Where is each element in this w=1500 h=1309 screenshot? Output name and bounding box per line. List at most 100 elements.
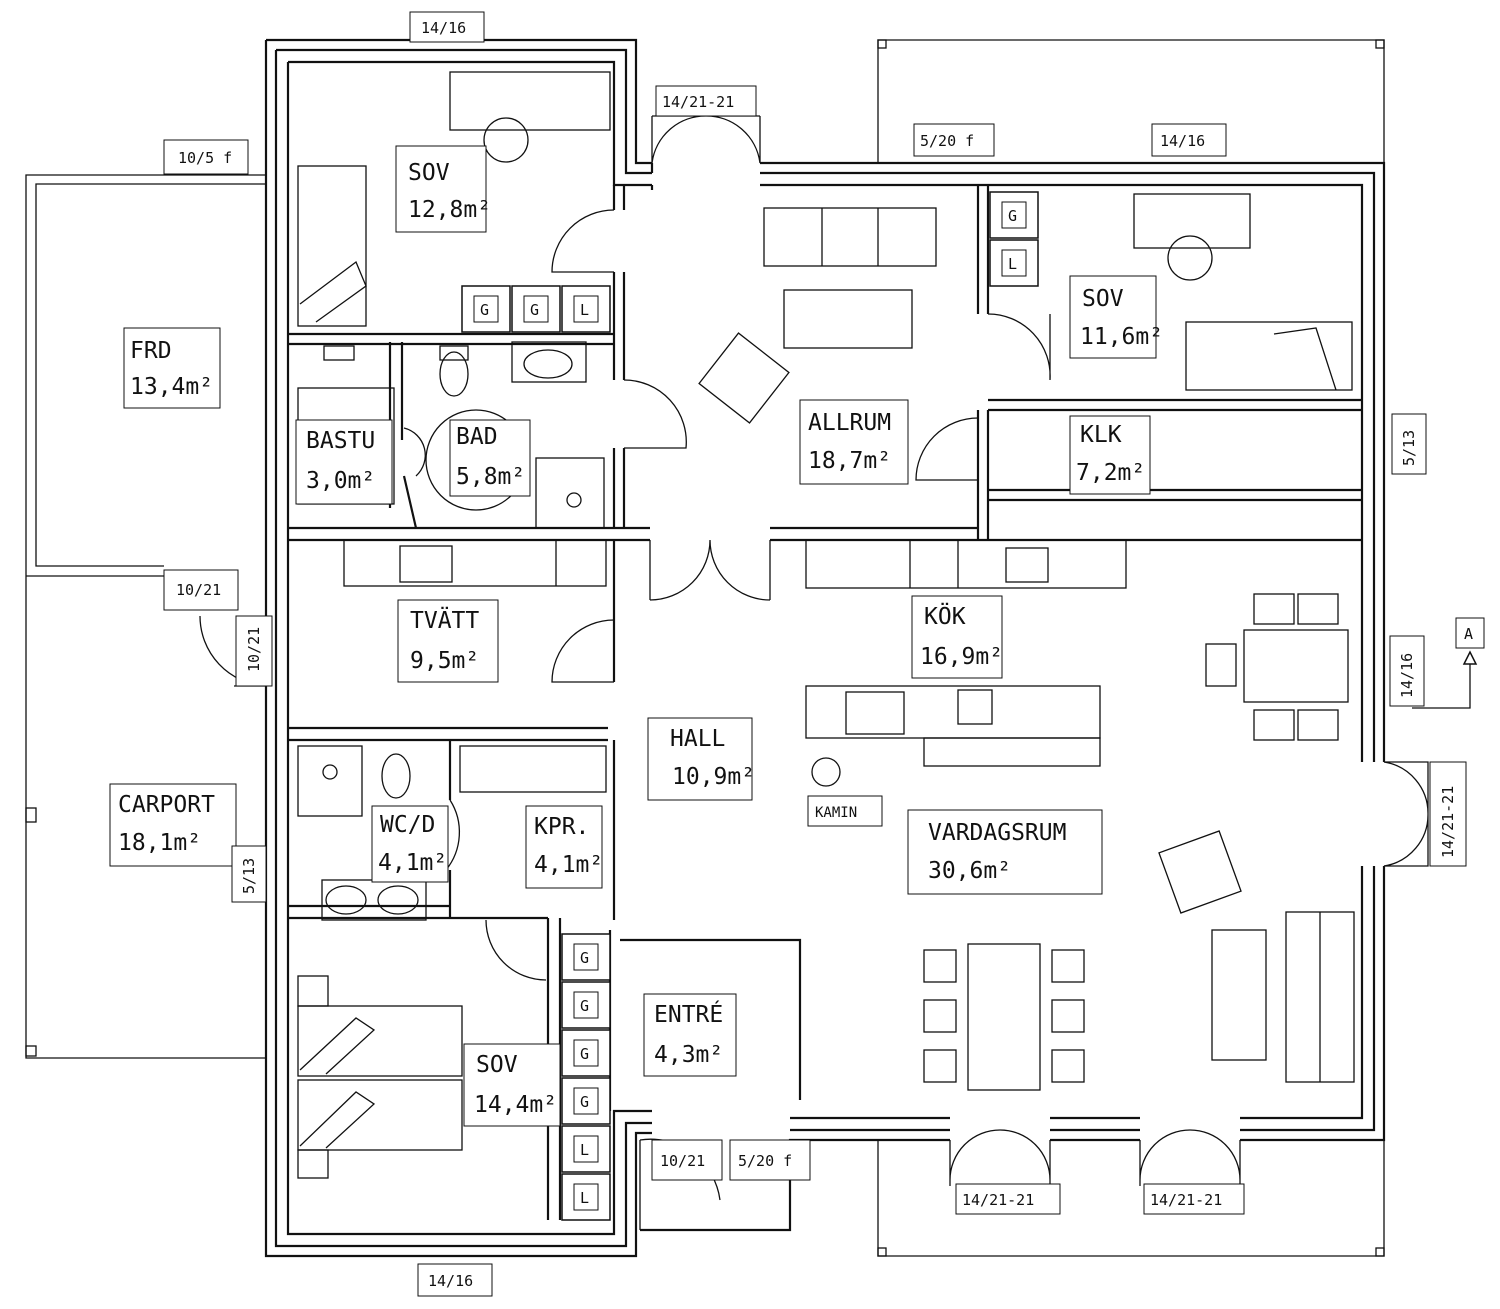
room-unit: m² xyxy=(173,830,201,856)
room-unit: m² xyxy=(696,1042,724,1068)
room-area: 16,9 xyxy=(920,644,975,670)
svg-text:G: G xyxy=(530,301,539,319)
svg-text:G: G xyxy=(1008,207,1017,225)
svg-text:4,1m²: 4,1m² xyxy=(534,852,603,878)
room-unit: m² xyxy=(463,197,491,223)
room-name: KÖK xyxy=(924,602,966,630)
room-unit: m² xyxy=(348,468,376,494)
room-bad: BAD 5,8m² xyxy=(449,419,531,497)
room-name: HALL xyxy=(670,726,725,752)
room-kpr: KPR. 4,1m² xyxy=(525,805,603,889)
room-name: KLK xyxy=(1080,422,1122,448)
room-area: 18,7 xyxy=(808,448,863,474)
room-unit: m² xyxy=(185,374,213,400)
svg-text:12,8m²: 12,8m² xyxy=(408,197,491,223)
svg-text:G: G xyxy=(580,997,589,1015)
room-unit: m² xyxy=(529,1092,557,1118)
svg-text:14/16: 14/16 xyxy=(1160,132,1205,150)
opening-label: 5/13 xyxy=(1391,413,1427,475)
room-name: BASTU xyxy=(306,428,375,454)
svg-text:11,6m²: 11,6m² xyxy=(1080,324,1163,350)
wardrobe-box: G xyxy=(989,191,1039,239)
svg-text:4,3m²: 4,3m² xyxy=(654,1042,723,1068)
svg-text:13,4m²: 13,4m² xyxy=(130,374,213,400)
room-name: TVÄTT xyxy=(410,606,479,634)
room-name: SOV xyxy=(1082,286,1124,312)
room-area: 4,1 xyxy=(378,850,420,876)
svg-text:G: G xyxy=(480,301,489,319)
wardrobe-box: G xyxy=(511,285,561,333)
svg-text:3,0m²: 3,0m² xyxy=(306,468,375,494)
svg-text:10/21: 10/21 xyxy=(660,1152,705,1170)
svg-text:10,9m²: 10,9m² xyxy=(672,764,755,790)
wardrobe-box: G xyxy=(561,1077,611,1125)
room-name: SOV xyxy=(408,160,450,186)
room-sov-3: SOV 14,4m² xyxy=(463,1043,561,1127)
room-labels: SOV 12,8m² FRD 13,4m² BASTU 3,0m² BAD 5,… xyxy=(109,145,1163,1127)
room-entre: ENTRÉ 4,3m² xyxy=(643,993,737,1077)
room-unit: m² xyxy=(975,644,1003,670)
room-unit: m² xyxy=(863,448,891,474)
wardrobe-box: G xyxy=(561,1029,611,1077)
svg-text:14/16: 14/16 xyxy=(428,1272,473,1290)
svg-text:14/21-21: 14/21-21 xyxy=(662,93,734,111)
wardrobe-box: L xyxy=(561,285,611,333)
opening-label: 14/21-21 xyxy=(955,1183,1061,1215)
opening-label: 5/20 f xyxy=(729,1139,811,1181)
room-name: VARDAGSRUM xyxy=(928,820,1066,846)
room-vardagsrum: VARDAGSRUM 30,6m² xyxy=(907,809,1103,895)
opening-label: 10/21 xyxy=(163,569,239,611)
svg-text:L: L xyxy=(1008,255,1017,273)
svg-text:4,1m²: 4,1m² xyxy=(378,850,447,876)
exterior-walls xyxy=(264,38,1386,1258)
svg-text:L: L xyxy=(580,301,589,319)
wardrobe-box: L xyxy=(989,239,1039,287)
svg-text:14,4m²: 14,4m² xyxy=(474,1092,557,1118)
wardrobe-box: G xyxy=(561,933,611,981)
room-area: 3,0 xyxy=(306,468,348,494)
room-unit: m² xyxy=(498,464,526,490)
svg-text:G: G xyxy=(580,1093,589,1111)
svg-text:14/21-21: 14/21-21 xyxy=(1439,786,1457,858)
room-area: 30,6 xyxy=(928,858,983,884)
room-name: CARPORT xyxy=(118,792,215,818)
room-area: 12,8 xyxy=(408,197,463,223)
room-area: 14,4 xyxy=(474,1092,529,1118)
room-area: 5,8 xyxy=(456,464,498,490)
wardrobe-box: L xyxy=(561,1173,611,1221)
wardrobe-box: G xyxy=(461,285,511,333)
opening-label: 5/13 xyxy=(231,845,267,903)
svg-text:14/16: 14/16 xyxy=(1398,653,1416,698)
room-unit: m² xyxy=(727,764,755,790)
outdoor-outlines xyxy=(25,39,1385,1257)
opening-label: 10/21 xyxy=(235,615,273,687)
section-mark: A xyxy=(1412,617,1485,709)
room-name: SOV xyxy=(476,1052,518,1078)
room-tvatt: TVÄTT 9,5m² xyxy=(397,599,499,683)
room-kok: KÖK 16,9m² xyxy=(911,595,1003,679)
opening-labels: 14/16 14/21-21 10/5 f 5/20 f 14/16 5/13 … xyxy=(163,11,1467,1297)
svg-text:9,5m²: 9,5m² xyxy=(410,648,479,674)
interior-walls xyxy=(288,185,1362,1220)
svg-text:30,6m²: 30,6m² xyxy=(928,858,1011,884)
svg-text:5/13: 5/13 xyxy=(240,858,258,894)
room-allrum: ALLRUM 18,7m² xyxy=(799,399,909,485)
room-sov-1: SOV 12,8m² xyxy=(395,145,491,233)
room-bastu: BASTU 3,0m² xyxy=(295,419,393,505)
svg-text:5/20 f: 5/20 f xyxy=(738,1152,792,1170)
svg-text:18,7m²: 18,7m² xyxy=(808,448,891,474)
svg-text:7,2m²: 7,2m² xyxy=(1076,460,1145,486)
svg-text:18,1m²: 18,1m² xyxy=(118,830,201,856)
opening-label: 10/5 f xyxy=(163,139,249,175)
room-frd: FRD 13,4m² xyxy=(123,327,221,409)
opening-label: 14/21-21 xyxy=(1143,1183,1245,1215)
room-area: 13,4 xyxy=(130,374,185,400)
kamin-label: KAMIN xyxy=(807,795,883,827)
opening-label: 14/21-21 xyxy=(655,85,757,117)
svg-text:KAMIN: KAMIN xyxy=(815,805,857,821)
room-name: BAD xyxy=(456,424,498,450)
room-unit: m² xyxy=(576,852,604,878)
room-area: 7,2 xyxy=(1076,460,1118,486)
wardrobe-markers: G G L G L G G xyxy=(461,191,1039,1221)
opening-label: 14/16 xyxy=(417,1263,493,1297)
